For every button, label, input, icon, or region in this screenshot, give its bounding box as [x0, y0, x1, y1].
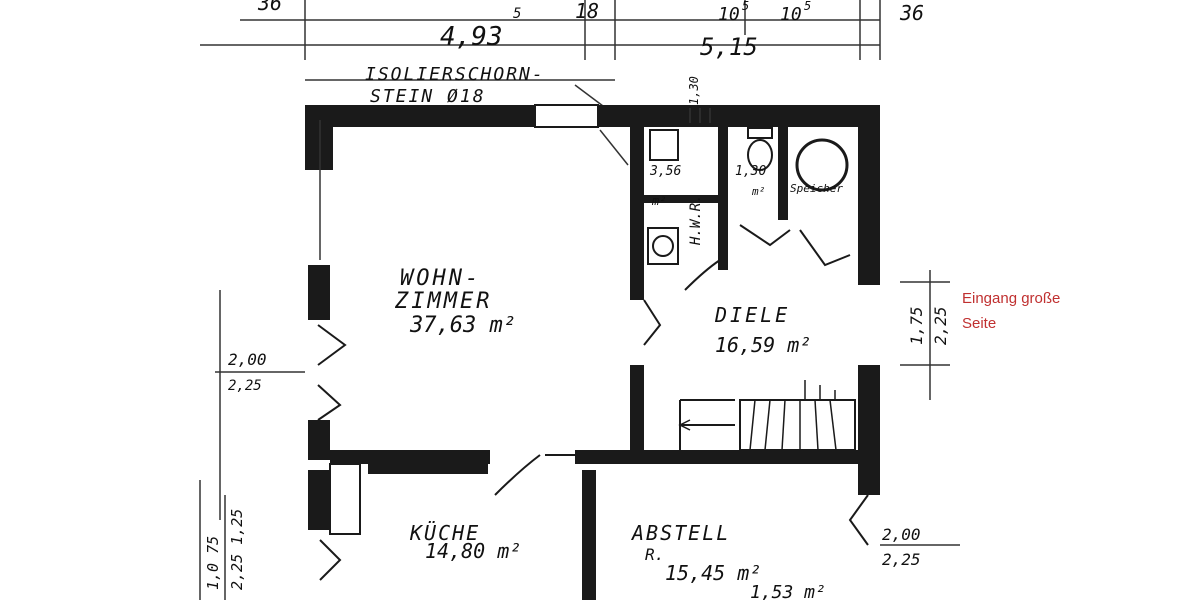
wc-bowl [747, 139, 773, 171]
room-kueche-name: KÜCHE [409, 521, 480, 545]
dim-right-2-25: 2,25 [931, 306, 950, 345]
staircase [678, 380, 856, 451]
chimney-label-line2: STEIN Ø18 [370, 86, 486, 107]
room-abstell-name: ABSTELL [630, 521, 730, 545]
dim-bottom-right-2-25: 2,25 [882, 550, 921, 569]
dim-bottom-right-2-00: 2,00 [882, 525, 921, 544]
room-wohn-area: 37,63 m² [409, 313, 516, 338]
room-wc-area: 1,30 [735, 164, 766, 179]
dim-18: 18 [575, 0, 599, 23]
chimney-block [534, 104, 599, 128]
washer [647, 227, 679, 265]
room-hwr-area: 3,56 [649, 164, 681, 179]
entrance-annotation-line2: Seite [962, 315, 996, 332]
dim-4-93-sup: 5 [513, 6, 521, 22]
dim-left-vertical-1: 1,0 75 [204, 536, 222, 590]
dim-36-left: 36 [257, 0, 282, 15]
room-speicher-label: Speicher [790, 182, 843, 195]
side-dimension-lines [199, 120, 960, 600]
walls [305, 105, 880, 600]
dim-left-vertical-2: 2,25 1,25 [228, 509, 246, 590]
room-abstell-area: 15,45 m² [665, 561, 761, 585]
chimney-label-line1: ISOLIERSCHORN- [365, 64, 545, 85]
dim-10-5-b-sup: 5 [804, 0, 811, 13]
room-wohn-name2: ZIMMER [394, 289, 492, 314]
entrance-annotation-line1: Eingang große [962, 290, 1060, 307]
room-diele-name: DIELE [714, 303, 790, 327]
fixtures [329, 107, 849, 535]
wc-cistern [747, 127, 773, 139]
hwr-sink [649, 129, 679, 161]
room-wc-unit: m² [751, 185, 765, 198]
room-wohn-name1: WOHN- [400, 266, 481, 291]
dim-10-5-a: 10 [718, 4, 740, 25]
dim-right-1-75: 1,75 [907, 306, 926, 345]
dim-36-right: 36 [899, 1, 924, 25]
room-diele-area: 16,59 m² [715, 333, 811, 357]
dim-10-5-b: 10 [780, 4, 802, 25]
dim-left-2-25: 2,25 [228, 378, 262, 394]
dim-left-2-00: 2,00 [228, 350, 267, 369]
room-kueche-area: 14,80 m² [425, 539, 521, 563]
kitchen-counter [329, 463, 361, 535]
room-abstell-extra: 1,53 m² [750, 582, 826, 600]
dim-10-5-a-sup: 5 [742, 0, 749, 13]
top-dimension-lines [200, 0, 881, 81]
door-swings [317, 224, 869, 581]
room-hwr-label: H.W.R. [688, 194, 704, 246]
dim-5-15: 5,15 [700, 33, 758, 61]
dim-4-93: 4,93 [440, 22, 503, 52]
room-hwr-unit: m² [651, 194, 666, 208]
dim-stair-1-30: 1,30 [687, 76, 701, 105]
speicher-tank [795, 138, 849, 192]
room-abstell-sub: R. [645, 545, 664, 564]
